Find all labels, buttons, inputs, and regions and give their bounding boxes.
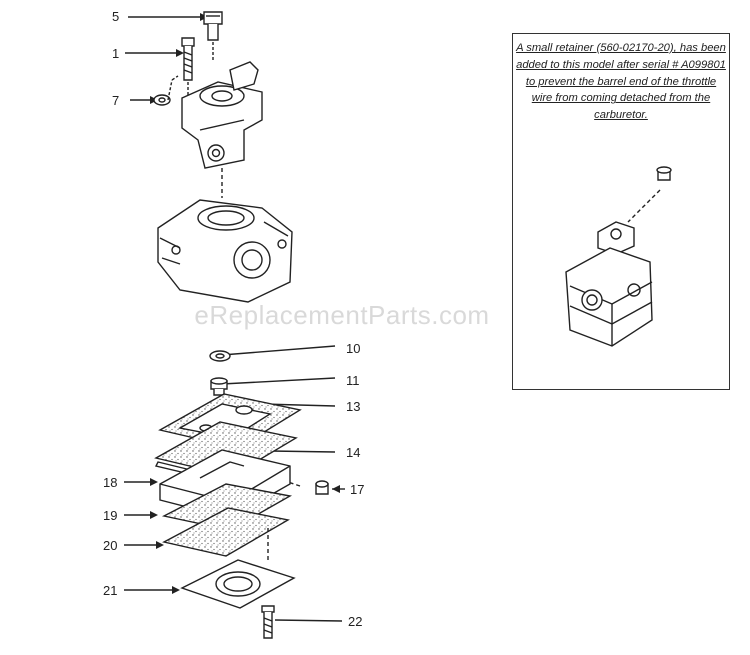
callout-17: 17: [350, 482, 364, 497]
screw-part-22: [261, 605, 275, 639]
callout-1: 1: [112, 46, 119, 61]
leader-10: [221, 345, 336, 356]
callout-7: 7: [112, 93, 119, 108]
callout-5: 5: [112, 9, 119, 24]
bolt-part-1: [181, 37, 195, 100]
callout-19: 19: [103, 508, 117, 523]
callout-22: 22: [348, 614, 362, 629]
washer-part-10: [209, 350, 231, 362]
callout-20: 20: [103, 538, 117, 553]
leader-11: [221, 377, 336, 385]
retainer-note: A small retainer (560-02170-20), has bee…: [516, 42, 726, 122]
callout-13: 13: [346, 399, 360, 414]
callout-10: 10: [346, 341, 360, 356]
gasket-part-20: [162, 507, 290, 560]
callout-14: 14: [346, 445, 360, 460]
throttle-body: [181, 61, 263, 198]
callout-18: 18: [103, 475, 117, 490]
leader-14: [269, 450, 336, 453]
carburetor-body: [157, 199, 293, 303]
note-box: [512, 33, 730, 390]
leader-22: [274, 619, 343, 622]
screw-part-5: [203, 11, 223, 62]
callout-11: 11: [346, 373, 360, 388]
plug-part-11: [210, 377, 228, 396]
nut-part-7: [153, 75, 179, 106]
cover-plate-part-21: [180, 559, 296, 609]
inset-carburetor: [565, 166, 672, 347]
callout-21: 21: [103, 583, 117, 598]
